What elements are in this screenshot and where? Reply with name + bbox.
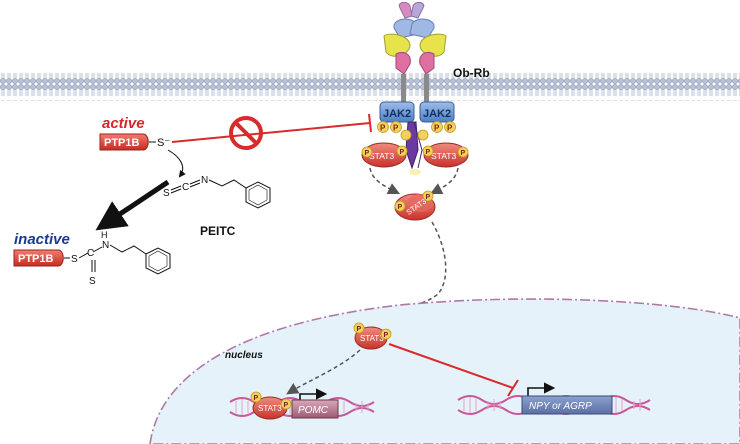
npy-agrp-label: NPY or AGRP <box>529 401 592 412</box>
svg-text:STAT3: STAT3 <box>360 334 384 343</box>
jak2-left-label: JAK2 <box>383 108 411 120</box>
stat3-pomc-bound: STAT3 P P <box>250 391 292 420</box>
receptor-label: Ob-Rb <box>453 66 490 80</box>
jak2-right-label: JAK2 <box>423 108 451 120</box>
inactive-label: inactive <box>14 231 70 248</box>
ptp1b-inhibit-bar <box>368 113 372 133</box>
cell-membrane <box>0 73 740 101</box>
svg-text:P: P <box>393 124 399 133</box>
jak2-dimer: JAK2 JAK2 P P P P <box>377 101 456 170</box>
ob-rb-receptor: Ob-Rb <box>383 1 490 104</box>
arrow-to-pomc <box>286 349 361 395</box>
svg-text:P: P <box>461 150 466 157</box>
attack-arrow <box>167 149 186 178</box>
thiolate-label: S⁻ <box>157 137 170 149</box>
pomc-gene-box <box>291 399 339 419</box>
stat3-receptor-pair: STAT3 STAT3 P P P P <box>361 142 469 175</box>
svg-text:C: C <box>182 182 189 193</box>
stat3-left-label: STAT3 <box>369 151 394 161</box>
svg-text:H: H <box>101 230 108 240</box>
arrow-stat3-right <box>429 167 459 195</box>
stat3-nuclear: STAT3 P P <box>353 322 392 350</box>
ptp1b-active-label: PTP1B <box>104 137 140 149</box>
svg-text:P: P <box>400 149 405 156</box>
ptp1b-inactive-label: PTP1B <box>18 253 54 265</box>
arrow-to-nucleus <box>387 221 447 317</box>
ptp1b-active: PTP1B S⁻ <box>99 133 170 151</box>
svg-text:N: N <box>102 240 109 251</box>
svg-text:S: S <box>89 276 96 287</box>
svg-text:P: P <box>434 124 440 133</box>
svg-text:C: C <box>87 248 94 259</box>
svg-text:S: S <box>163 188 170 199</box>
svg-text:P: P <box>426 194 431 201</box>
pomc-label: POMC <box>298 405 329 416</box>
svg-text:S: S <box>71 254 78 265</box>
arrow-stat3-left <box>369 167 401 195</box>
svg-text:P: P <box>447 124 453 133</box>
ptp1b-inhibit-line <box>171 122 371 143</box>
inhibit-npy-agrp-line <box>388 343 514 389</box>
npy-agrp-gene-box <box>521 395 613 415</box>
svg-text:P: P <box>357 326 362 333</box>
ptp1b-inactive: PTP1B S C H N S <box>13 230 171 287</box>
svg-text:P: P <box>365 150 370 157</box>
svg-text:P: P <box>384 332 389 339</box>
active-label: active <box>102 115 145 132</box>
inhibit-npy-agrp-bar <box>507 379 519 397</box>
svg-text:N: N <box>201 175 208 186</box>
svg-text:P: P <box>380 124 386 133</box>
svg-text:P: P <box>398 204 403 211</box>
svg-text:P: P <box>426 149 431 156</box>
svg-text:P: P <box>284 402 289 409</box>
svg-text:STAT3: STAT3 <box>258 404 282 413</box>
stat3-dimer: STAT3 P P <box>394 190 436 221</box>
peitc-label: PEITC <box>200 224 236 238</box>
svg-text:P: P <box>254 395 259 402</box>
nucleus-label: nucleus <box>225 350 263 361</box>
no-sign-icon <box>229 116 263 150</box>
nucleus <box>149 298 740 444</box>
jak2-phospho-group: P P P P <box>377 121 456 141</box>
inactivation-arrow <box>95 179 170 231</box>
stat3-right-label: STAT3 <box>431 151 456 161</box>
peitc-structure: S C N <box>163 175 271 209</box>
